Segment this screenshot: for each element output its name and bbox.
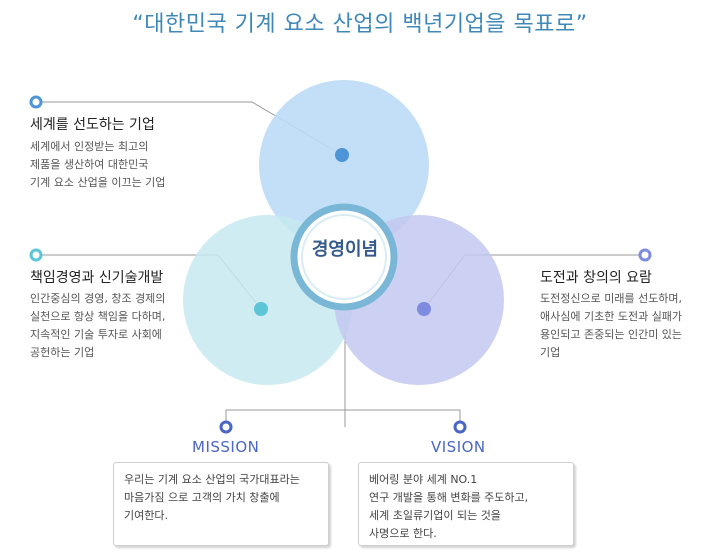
mission-label: MISSION <box>192 438 260 456</box>
item-desc-line: 용인되고 존중되는 인간미 있는 <box>540 328 683 341</box>
item-desc-line: 실천으로 항상 책임을 다하며, <box>30 310 166 323</box>
marker-vision <box>453 420 467 434</box>
item-desc-lead: 세계에서 인정받는 최고의 제품을 생산하여 대한민국 기계 요소 산업을 이끄… <box>30 138 165 192</box>
item-title-challenge: 도전과 창의의 요람 <box>540 270 652 286</box>
item-desc-line: 제품을 생산하여 대한민국 <box>30 158 149 171</box>
item-desc-challenge: 도전정신으로 미래를 선도하며, 애사심에 기초한 도전과 실패가 용인되고 존… <box>540 290 682 362</box>
marker-item-2 <box>29 248 43 262</box>
item-desc-line: 인간중심의 경영, 창조 경제의 <box>30 292 166 305</box>
mission-line: 마음가짐 으로 고객의 가치 창출에 <box>124 491 280 504</box>
item-desc-line: 기업 <box>540 346 561 359</box>
item-desc-line: 애사심에 기초한 도전과 실패가 <box>540 310 683 323</box>
vision-line: 연구 개발을 통해 변화를 주도하고, <box>369 491 529 504</box>
connector-mission-vision <box>225 409 461 427</box>
vision-label: VISION <box>431 438 486 456</box>
dot-right <box>417 302 431 316</box>
vision-line: 베어링 분야 세계 NO.1 <box>369 473 478 486</box>
center-ring-inner <box>301 214 387 300</box>
mission-box: 우리는 기계 요소 산업의 국가대표라는 마음가짐 으로 고객의 가치 창출에 … <box>113 462 329 546</box>
mission-line: 기여한다. <box>124 509 168 522</box>
dot-top <box>335 148 349 162</box>
center-label: 경영이념 <box>311 239 379 260</box>
mission-line: 우리는 기계 요소 산업의 국가대표라는 <box>124 473 300 486</box>
circle-top <box>259 80 429 250</box>
dot-left <box>254 302 268 316</box>
item-desc-line: 기계 요소 산업을 이끄는 기업 <box>30 176 166 189</box>
marker-item-3 <box>638 248 652 262</box>
vision-line: 세계 초일류기업이 되는 것을 <box>369 509 501 522</box>
item-desc-responsibility: 인간중심의 경영, 창조 경제의 실천으로 항상 책임을 다하며, 지속적인 기… <box>30 290 165 362</box>
marker-item-1 <box>29 95 43 109</box>
vision-line: 사명으로 한다. <box>369 527 437 540</box>
item-desc-line: 공헌하는 기업 <box>30 346 95 359</box>
page-title: “대한민국 기계 요소 산업의 백년기업을 목표로” <box>132 12 588 37</box>
item-desc-line: 지속적인 기술 투자로 사회에 <box>30 328 162 341</box>
item-desc-line: 도전정신으로 미래를 선도하며, <box>540 292 683 305</box>
vision-box: 베어링 분야 세계 NO.1 연구 개발을 통해 변화를 주도하고, 세계 초일… <box>358 462 574 546</box>
item-title-responsibility: 책임경영과 신기술개발 <box>30 270 164 286</box>
marker-mission <box>219 420 233 434</box>
item-desc-line: 세계에서 인정받는 최고의 <box>30 140 149 153</box>
item-title-lead: 세계를 선도하는 기업 <box>30 117 155 133</box>
